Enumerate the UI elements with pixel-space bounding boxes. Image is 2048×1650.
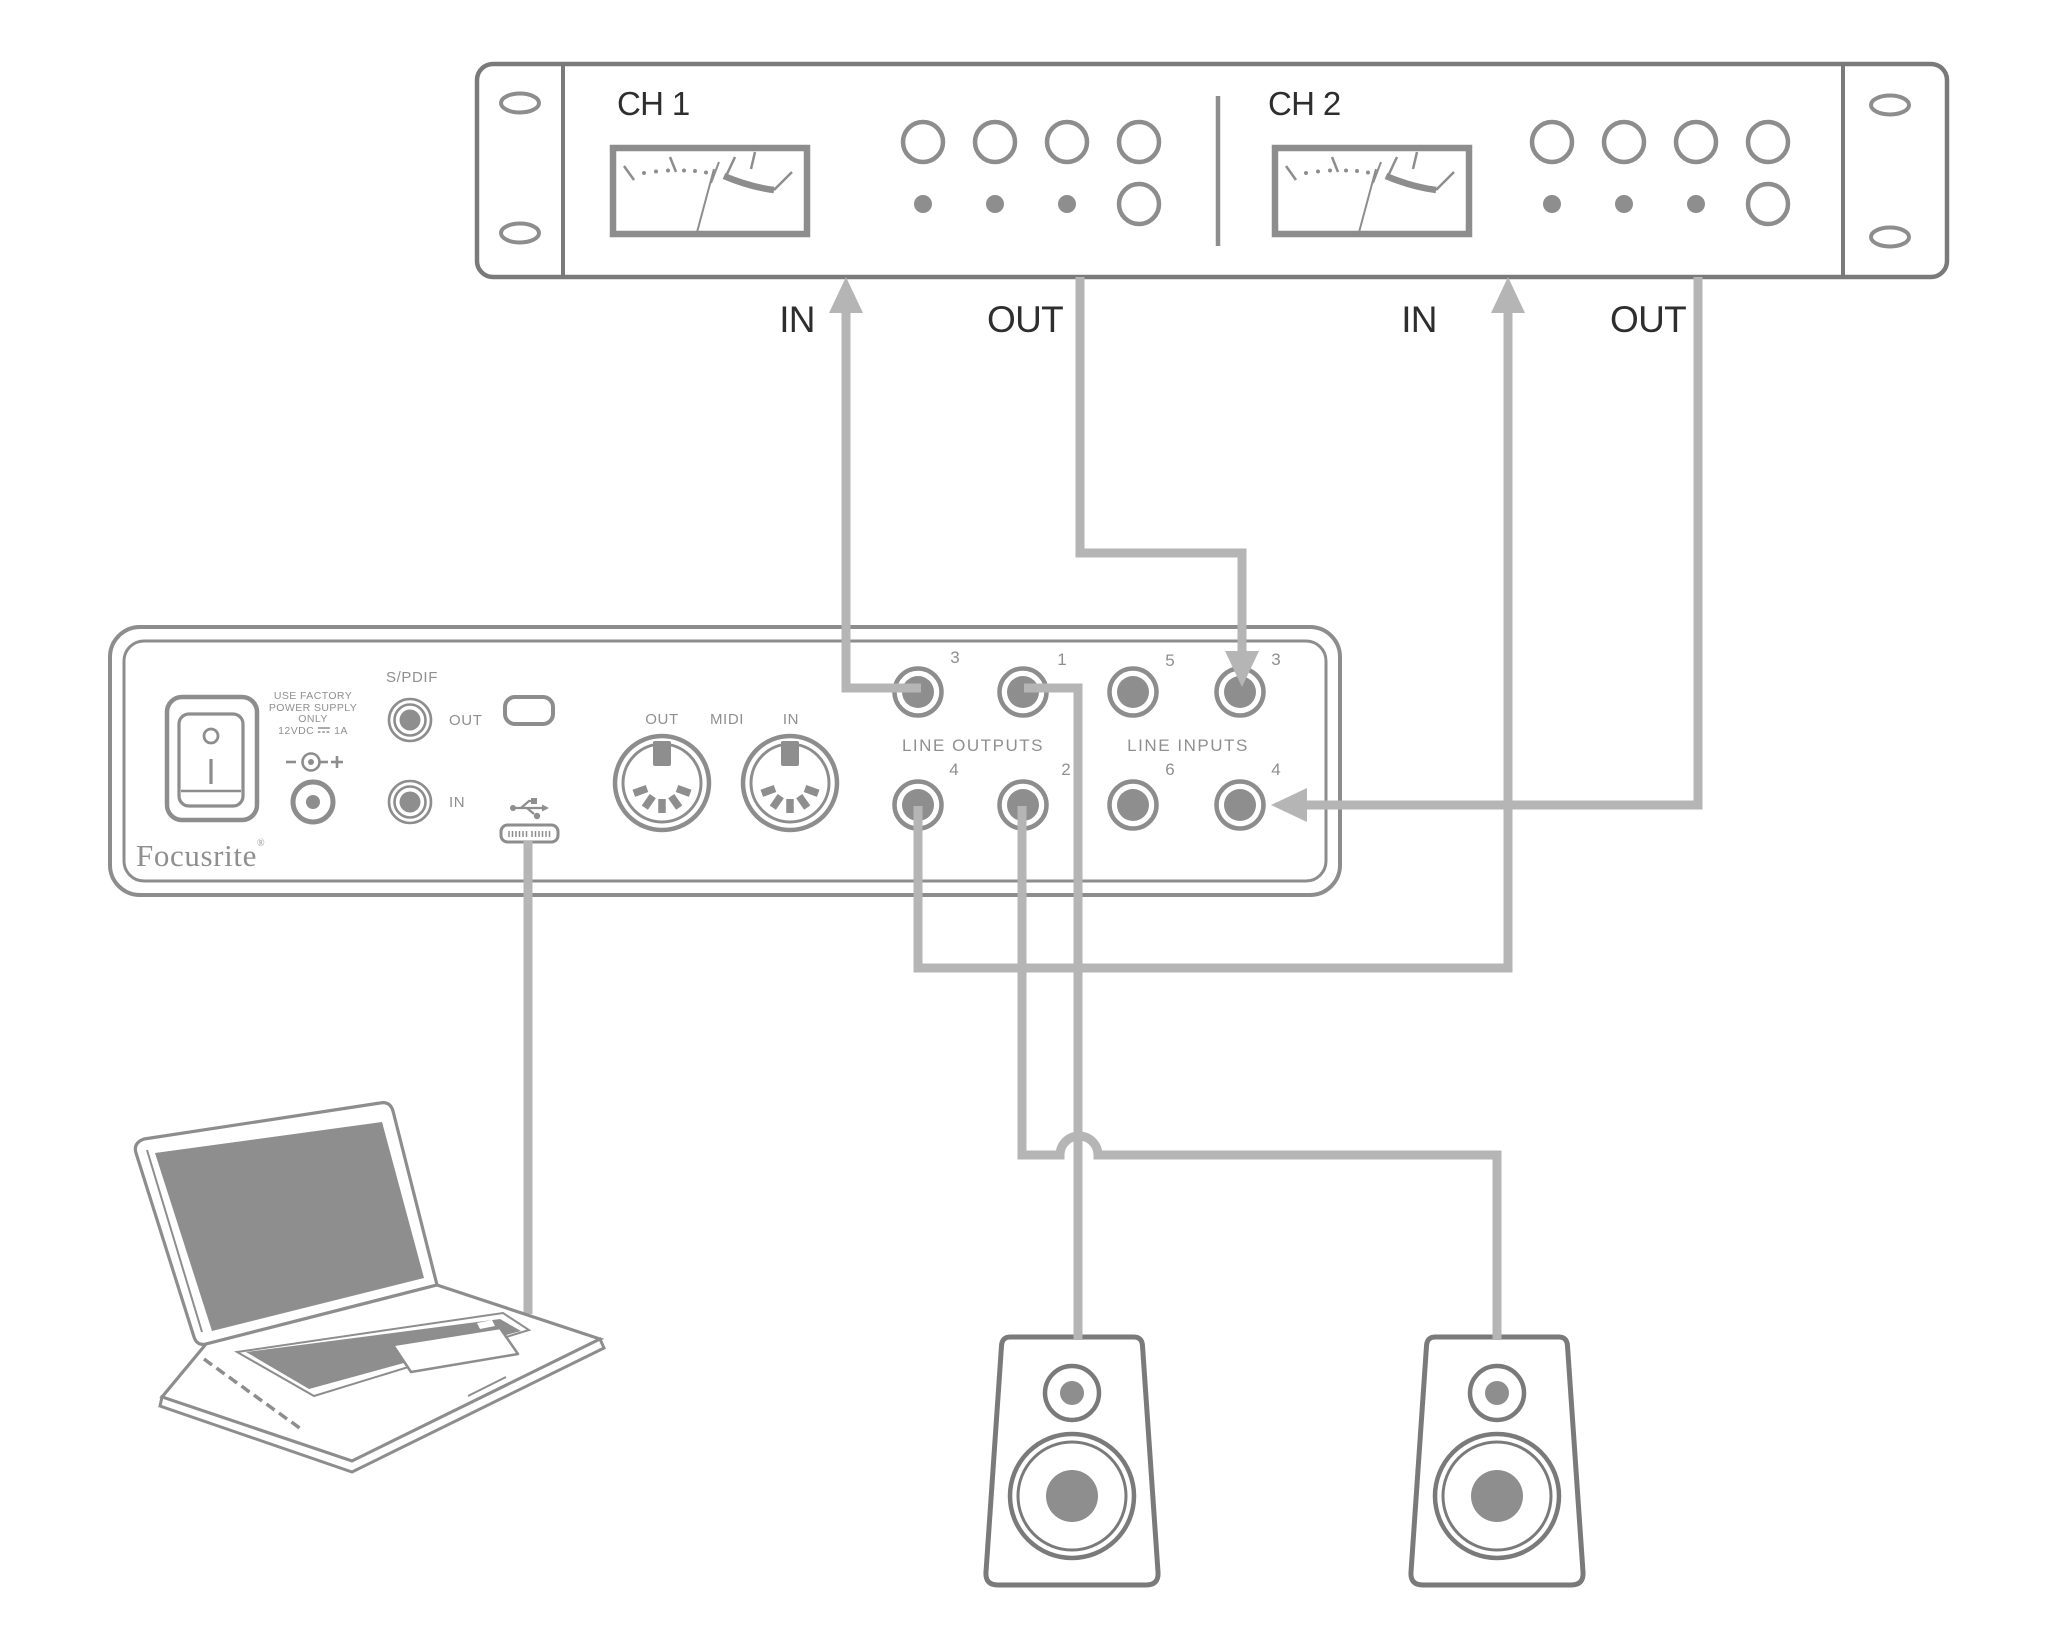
- jack-number: 4: [1271, 760, 1281, 779]
- midi-in-label: IN: [782, 711, 800, 728]
- mounting-hole: [1869, 93, 1911, 117]
- thumb-scoop: [467, 1376, 507, 1397]
- cables: [523, 277, 1703, 1340]
- ch2-in-label: IN: [1401, 299, 1437, 340]
- laptop-trackpad: [391, 1326, 520, 1374]
- ch1-in-label: IN: [779, 299, 815, 340]
- ch1-vu-meter: [613, 148, 807, 236]
- knob: [1116, 181, 1162, 227]
- ch2-knobs: [1529, 119, 1791, 227]
- monitor-speaker-left: [986, 1337, 1158, 1585]
- cable-line-out-3-to-ch1-in: [841, 312, 921, 693]
- jack-number: 1: [1057, 650, 1067, 669]
- midi-out-label: OUT: [645, 711, 679, 728]
- led-dot: [914, 195, 932, 213]
- led-dot: [1615, 195, 1633, 213]
- knob: [1745, 181, 1791, 227]
- midi-out-port: [615, 736, 709, 830]
- cable-line-out-2-to-right-speaker: [1017, 806, 1502, 1340]
- cable-ch1-out-to-line-in-3: [1075, 277, 1247, 653]
- ch1-label: CH 1: [617, 85, 690, 122]
- knob: [1673, 119, 1719, 165]
- ch2-vu-meter: [1275, 148, 1469, 236]
- registered-mark: ®: [256, 838, 266, 849]
- laptop-side-ports: [202, 1357, 301, 1430]
- spdif-out-jack: [387, 697, 433, 743]
- audio-interface: [108, 625, 1342, 897]
- spdif-out-label: OUT: [449, 712, 483, 729]
- led-dot: [1058, 195, 1076, 213]
- line-inputs-label: LINE INPUTS: [1127, 736, 1249, 755]
- arrow-up-icon: [829, 277, 863, 313]
- jack-number: 5: [1165, 651, 1175, 670]
- jack-number: 3: [1271, 650, 1281, 669]
- led-dot: [986, 195, 1004, 213]
- focusrite-logo: Focusrite®: [136, 838, 266, 873]
- knob: [1044, 119, 1090, 165]
- kensington-slot: [503, 695, 555, 726]
- spdif-in-jack: [387, 779, 433, 825]
- usb-port: [499, 823, 560, 844]
- ch2-out-label: OUT: [1610, 299, 1687, 340]
- line-outputs-label: LINE OUTPUTS: [901, 736, 1045, 755]
- ch1-knobs: [900, 119, 1162, 227]
- cable-ch2-out-to-line-in-4: [1306, 277, 1703, 810]
- midi-in-port: [743, 736, 837, 830]
- led-dot: [1687, 195, 1705, 213]
- keyboard-key: [477, 1320, 495, 1329]
- mounting-hole: [499, 221, 541, 245]
- power-off-symbol: [202, 727, 220, 745]
- arrow-down-icon: [1225, 651, 1259, 687]
- jack-number: 3: [950, 648, 960, 667]
- arrow-left-icon: [1271, 788, 1307, 822]
- spdif-label: S/PDIF: [386, 669, 438, 686]
- knob: [1529, 119, 1575, 165]
- dc-power-jack: [290, 779, 336, 825]
- midi-label: MIDI: [709, 711, 745, 728]
- led-dot: [1543, 195, 1561, 213]
- jack-number: 4: [949, 760, 959, 779]
- laptop-screen: [155, 1122, 424, 1331]
- keyboard-outline: [233, 1311, 532, 1398]
- laptop: [133, 1101, 606, 1474]
- knob: [1601, 119, 1647, 165]
- jack-number: 2: [1061, 760, 1071, 779]
- knob: [900, 119, 946, 165]
- spdif-in-label: IN: [449, 794, 466, 811]
- jack-number: 6: [1165, 760, 1175, 779]
- rack-unit: [474, 61, 1950, 280]
- laptop-front-edge: [158, 1336, 606, 1474]
- cable-line-out-1-to-left-speaker: [1024, 683, 1083, 1340]
- ch1-out-label: OUT: [987, 299, 1064, 340]
- dc-polarity-icon: [286, 752, 343, 772]
- dc-equals-icon: [318, 726, 331, 733]
- power-switch: [164, 694, 260, 823]
- knob: [1745, 119, 1791, 165]
- knob: [972, 119, 1018, 165]
- mounting-hole: [1869, 225, 1911, 249]
- knob: [1116, 119, 1162, 165]
- monitor-speaker-right: [1411, 1337, 1583, 1585]
- ch2-label: CH 2: [1268, 85, 1341, 122]
- mounting-hole: [499, 91, 541, 115]
- cable-line-out-4-to-ch2-in: [913, 312, 1513, 973]
- usb-icon: [510, 798, 549, 820]
- arrow-up-icon: [1491, 277, 1525, 313]
